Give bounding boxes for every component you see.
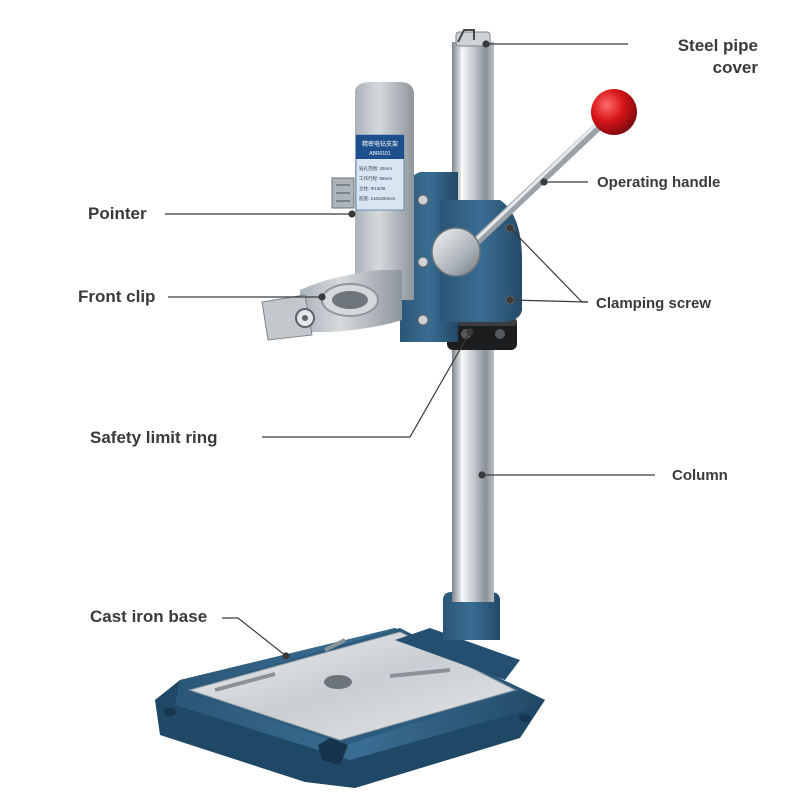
label-column: Column [672, 467, 728, 484]
motor-plate-title: 精密电钻支架 [362, 140, 398, 148]
steel-pipe-cover [455, 29, 491, 47]
handle-ball [591, 89, 637, 135]
label-steel-pipe-cover-line2: cover [712, 58, 758, 77]
label-front-clip: Front clip [78, 287, 156, 306]
motor-plate-line2: 工作行程: 58mm [359, 175, 392, 182]
motor-holder: 精密电钻支架 ABR0101 钻孔范围: 43mm 工作行程: 58mm 立柱:… [261, 82, 414, 341]
motor-plate-model: ABR0101 [369, 151, 391, 157]
label-operating-handle: Operating handle [597, 174, 721, 191]
label-cast-iron-base: Cast iron base [90, 607, 208, 626]
label-steel-pipe-cover: Steel pipe cover [630, 35, 758, 79]
motor-plate-line4: 底座: 210x200mm [359, 195, 396, 202]
label-pointer: Pointer [88, 204, 147, 223]
leader-lines [165, 40, 655, 660]
label-safety-limit-ring: Safety limit ring [90, 428, 218, 447]
motor-plate-line3: 立柱: Φ14/38 [359, 185, 386, 192]
label-clamping-screw: Clamping screw [596, 295, 712, 312]
motor-plate-line1: 钻孔范围: 43mm [359, 165, 392, 172]
cast-iron-base [155, 592, 545, 788]
operating-handle [431, 89, 637, 277]
label-steel-pipe-cover-line1: Steel pipe [677, 36, 758, 55]
